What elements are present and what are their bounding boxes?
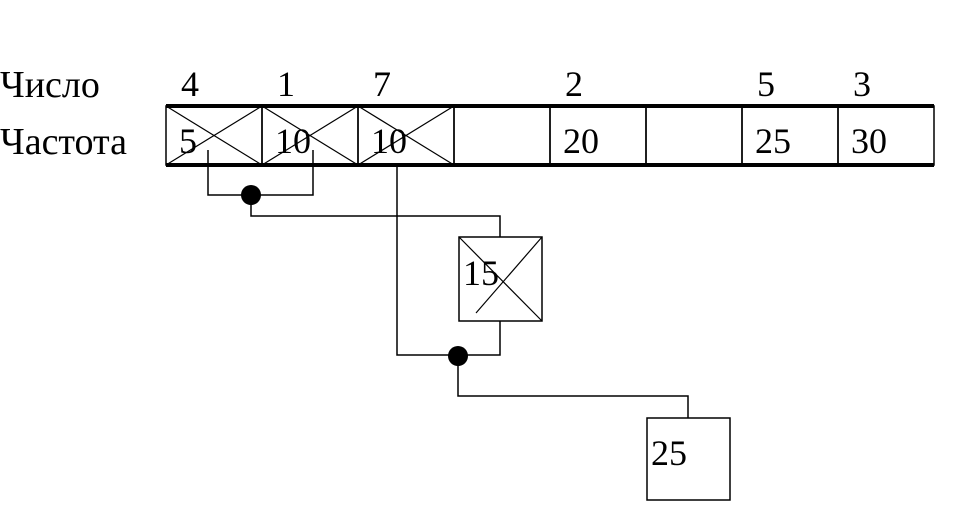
number-row-label: Число: [0, 64, 100, 106]
number-value: 3: [853, 64, 871, 104]
frequency-value: 30: [851, 121, 887, 161]
table-cell: 5: [165, 105, 263, 166]
frequency-value: 25: [755, 121, 791, 161]
merge-junction-b: [448, 346, 468, 366]
frequency-table: 4 5 1 10 7 10 2 20 5 25 3 30: [165, 64, 935, 167]
cross-out-line: [165, 105, 263, 166]
frequency-value: 5: [179, 121, 197, 161]
table-cell: 10: [261, 105, 359, 166]
merge-connector-b-out: [457, 355, 689, 418]
frequency-value: 20: [563, 121, 599, 161]
number-value: 1: [277, 64, 295, 104]
table-cell-border: [837, 105, 935, 166]
number-value: 7: [373, 64, 391, 104]
table-cell: [645, 105, 743, 166]
frequency-row-label: Частота: [0, 121, 127, 163]
node-15: 15: [458, 236, 543, 322]
merge-junction-a: [241, 185, 261, 205]
number-value: 4: [181, 64, 199, 104]
node-25-value: 25: [651, 433, 687, 473]
number-value: 2: [565, 64, 583, 104]
cross-out-line: [261, 105, 359, 166]
frequency-value: 10: [371, 121, 407, 161]
node-15-value: 15: [463, 253, 499, 293]
table-cell: 10: [357, 105, 455, 166]
number-value: 5: [757, 64, 775, 104]
table-cell: 30: [837, 105, 935, 166]
frequency-value: 10: [275, 121, 311, 161]
table-cell-border: [453, 105, 551, 166]
table-cell: 20: [549, 105, 647, 166]
table-cell-border: [645, 105, 743, 166]
table-cell: [453, 105, 551, 166]
merge-connector-a-out: [250, 195, 501, 237]
node-25: 25: [646, 417, 731, 501]
table-cell: 25: [741, 105, 839, 166]
cross-out-line: [357, 105, 455, 166]
